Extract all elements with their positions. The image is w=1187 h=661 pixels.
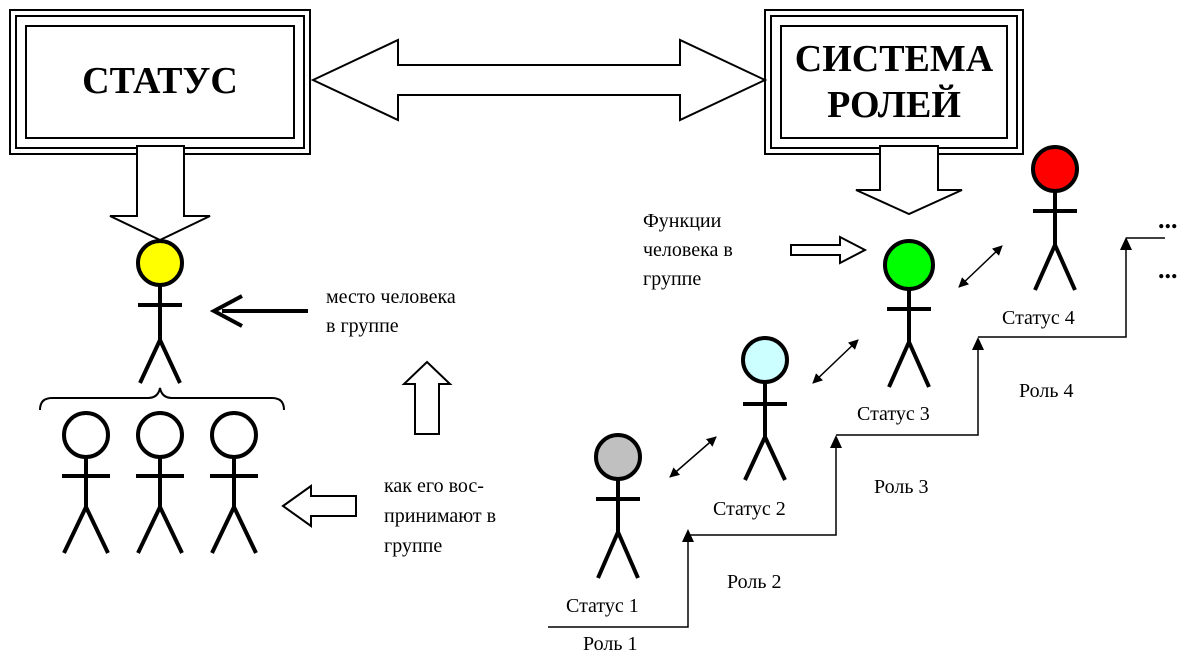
status-down-arrow bbox=[109, 145, 211, 242]
functions-arrow bbox=[790, 235, 868, 265]
staircase-arrowheads bbox=[682, 237, 1132, 542]
status-label-1: Статус 1 bbox=[566, 595, 639, 617]
left-arrow bbox=[281, 484, 357, 528]
perceive-label-line3: группе bbox=[384, 535, 443, 557]
status-box bbox=[9, 9, 311, 155]
interaction-arrows bbox=[669, 245, 1003, 478]
perceive-label-line1: как его вос- bbox=[384, 475, 484, 497]
ellipsis-1: ... bbox=[1158, 205, 1178, 234]
group-brace bbox=[39, 387, 285, 411]
functions-label-line2: человека в bbox=[643, 239, 733, 261]
place-label-line1: место человека bbox=[326, 286, 456, 308]
role-staircase bbox=[548, 237, 1165, 628]
person-group-1 bbox=[62, 411, 110, 554]
double-arrow bbox=[310, 38, 768, 122]
roles-system-box bbox=[764, 9, 1024, 155]
person-yellow bbox=[136, 239, 184, 384]
person-status-4 bbox=[1031, 145, 1079, 291]
place-label-line2: в группе bbox=[326, 315, 399, 337]
roles-down-arrow bbox=[855, 145, 963, 216]
role-label-4: Роль 4 bbox=[1019, 380, 1074, 402]
functions-label-line3: группе bbox=[643, 268, 702, 290]
status-label-3: Статус 3 bbox=[857, 403, 930, 425]
person-status-3 bbox=[883, 239, 935, 388]
person-group-3 bbox=[210, 411, 258, 554]
functions-label-line1: Функции bbox=[643, 210, 722, 232]
status-label-2: Статус 2 bbox=[713, 498, 786, 520]
role-label-2: Роль 2 bbox=[727, 571, 782, 593]
role-label-3: Роль 3 bbox=[874, 476, 929, 498]
person-status-2 bbox=[741, 336, 789, 481]
ellipsis-2: ... bbox=[1158, 255, 1178, 284]
person-group-2 bbox=[136, 411, 184, 554]
roles-title-line1: СИСТЕМА bbox=[794, 38, 994, 80]
place-arrow bbox=[209, 294, 308, 328]
role-label-1: Роль 1 bbox=[583, 633, 638, 655]
perceive-label-line2: принимают в bbox=[384, 505, 497, 527]
status-label-4: Статус 4 bbox=[1002, 307, 1075, 329]
status-title: СТАТУС bbox=[82, 60, 238, 102]
up-arrow bbox=[401, 360, 453, 435]
person-status-1 bbox=[594, 433, 642, 579]
roles-title-line2: РОЛЕЙ bbox=[827, 84, 961, 126]
